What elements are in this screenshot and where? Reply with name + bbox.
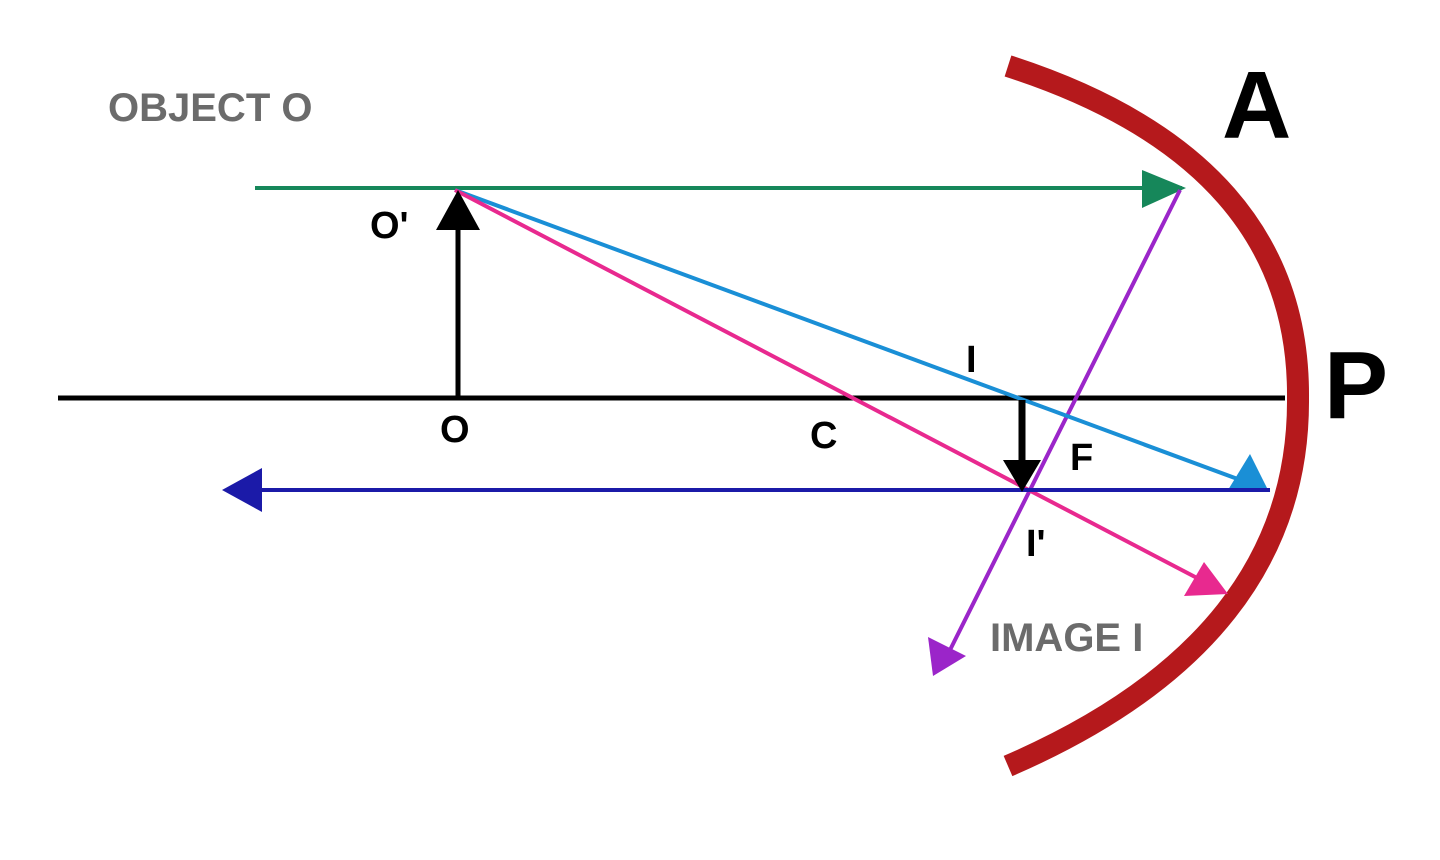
ray-center-arrowhead (1184, 562, 1228, 596)
label-object-base: O (440, 409, 470, 451)
ray-pole-arrowhead (1228, 454, 1268, 490)
ray-center (454, 188, 1221, 592)
object-title: OBJECT O (108, 86, 312, 130)
image-arrowhead (1003, 460, 1041, 492)
ray-focus-reflected-arrowhead (928, 637, 966, 676)
ray-parallel-arrowhead (1142, 170, 1186, 208)
label-mirror-edge: A (1222, 52, 1291, 159)
label-pole: P (1324, 332, 1388, 439)
ray-focus-reflected (943, 189, 1182, 661)
label-image-tip: I' (1026, 523, 1046, 565)
concave-mirror (1003, 55, 1310, 777)
label-focus: F (1070, 437, 1093, 479)
label-object-tip: O' (370, 205, 409, 247)
ray-pole (454, 188, 1263, 490)
object-arrowhead (436, 190, 480, 230)
label-image-base: I (966, 339, 977, 381)
ray-return-arrowhead (222, 468, 262, 512)
label-center: C (810, 415, 837, 457)
image-title: IMAGE I (990, 616, 1143, 660)
